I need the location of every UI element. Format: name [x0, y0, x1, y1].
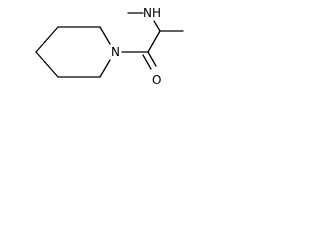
- molecule-drawing: NH N O: [35, 6, 184, 87]
- bond-ring-n-c2: [99, 26, 111, 45]
- bond-nh-alpha-carbon: [153, 20, 161, 32]
- bond-alpha-carbon-carbonyl: [147, 30, 161, 53]
- bond-carbonyl-oxygen-b: [142, 54, 152, 70]
- structure-canvas: NH N O: [0, 0, 186, 120]
- atom-label-ring-n: N: [111, 45, 120, 59]
- bond-carbonyl-oxygen-a: [147, 51, 157, 67]
- atom-label-oxygen: O: [152, 73, 161, 87]
- bond-ring-c6-n: [99, 59, 111, 78]
- atom-label-nh: NH: [143, 6, 161, 20]
- bond-ring-c4-c5: [35, 51, 59, 78]
- bond-ring-c3-c4: [35, 26, 59, 53]
